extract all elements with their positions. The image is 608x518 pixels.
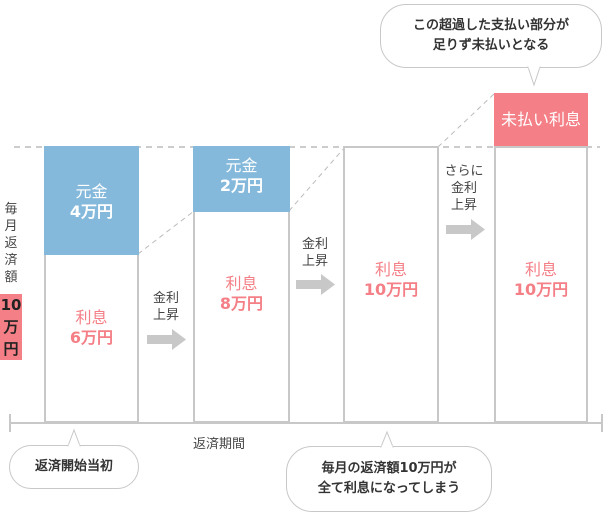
principal-value: 2万円 bbox=[219, 176, 264, 195]
interest-value: 8万円 bbox=[219, 294, 264, 313]
vertical-char: 額 bbox=[4, 270, 18, 285]
arrow-icon-1 bbox=[147, 329, 186, 350]
interest-label: 利息 bbox=[374, 260, 407, 279]
interest-block: 利息 6万円 bbox=[46, 308, 137, 348]
amount-part: 10 bbox=[0, 296, 22, 314]
vertical-char: 毎 bbox=[4, 202, 18, 217]
callout-start: 返済開始当初 bbox=[9, 445, 139, 489]
interest-value: 6万円 bbox=[69, 328, 114, 347]
interest-value: 10万円 bbox=[513, 280, 569, 299]
step-line: 金利 bbox=[301, 237, 328, 252]
callout-all-interest: 毎月の返済額10万円が 全て利息になってしまう bbox=[286, 446, 492, 512]
interest-block: 利息 8万円 bbox=[195, 274, 288, 314]
principal-segment: 元金 2万円 bbox=[193, 146, 290, 212]
bar-rate-up-3: 利息 10万円 bbox=[494, 146, 588, 423]
monthly-payment-amount: 10 万 円 bbox=[0, 294, 22, 360]
bar-rate-up-2: 利息 10万円 bbox=[343, 146, 439, 423]
step-line: 金利 bbox=[450, 181, 477, 196]
callout-line: この超過した支払い部分が bbox=[412, 18, 569, 33]
step-label-2: 金利 上昇 bbox=[289, 236, 341, 270]
timeline-label: 返済期間 bbox=[193, 437, 246, 452]
callout-unpaid: この超過した支払い部分が 足りず未払いとなる bbox=[380, 4, 602, 68]
step-line: 金利 bbox=[152, 291, 179, 306]
amount-part: 万 bbox=[3, 318, 19, 336]
step-line: 上昇 bbox=[152, 308, 179, 323]
vertical-char: 返 bbox=[4, 236, 18, 251]
unpaid-interest-segment: 未払い利息 bbox=[494, 93, 588, 147]
principal-label: 元金 bbox=[75, 182, 108, 201]
interest-label: 利息 bbox=[225, 274, 258, 293]
vertical-char: 済 bbox=[4, 253, 18, 268]
step-line: さらに bbox=[444, 164, 484, 179]
callout-line: 毎月の返済額10万円が bbox=[321, 461, 457, 476]
arrow-icon-3 bbox=[446, 219, 485, 240]
callout-line: 返済開始当初 bbox=[34, 459, 113, 474]
principal-label: 元金 bbox=[225, 156, 258, 175]
interest-label: 利息 bbox=[524, 260, 557, 279]
interest-block: 利息 10万円 bbox=[496, 260, 586, 300]
amount-part: 円 bbox=[3, 340, 19, 358]
step-line: 上昇 bbox=[450, 198, 477, 213]
guide-line-3 bbox=[437, 92, 496, 148]
principal-segment: 元金 4万円 bbox=[44, 146, 139, 255]
step-label-3: さらに 金利 上昇 bbox=[437, 163, 491, 214]
bar-start: 元金 4万円 利息 6万円 bbox=[44, 146, 139, 423]
step-line: 上昇 bbox=[301, 254, 328, 269]
unpaid-interest-label: 未払い利息 bbox=[500, 110, 581, 129]
vertical-char: 月 bbox=[4, 219, 18, 234]
guide-line-1 bbox=[137, 210, 195, 255]
interest-label: 利息 bbox=[75, 308, 108, 327]
arrow-icon-2 bbox=[296, 274, 335, 295]
step-label-1: 金利 上昇 bbox=[140, 290, 192, 324]
callout-line: 足りず未払いとなる bbox=[432, 38, 550, 53]
bar-rate-up-1: 元金 2万円 利息 8万円 bbox=[193, 146, 290, 423]
interest-block: 利息 10万円 bbox=[345, 260, 437, 300]
interest-value: 10万円 bbox=[363, 280, 419, 299]
principal-value: 4万円 bbox=[69, 202, 114, 221]
callout-line: 全て利息になってしまう bbox=[317, 481, 461, 496]
